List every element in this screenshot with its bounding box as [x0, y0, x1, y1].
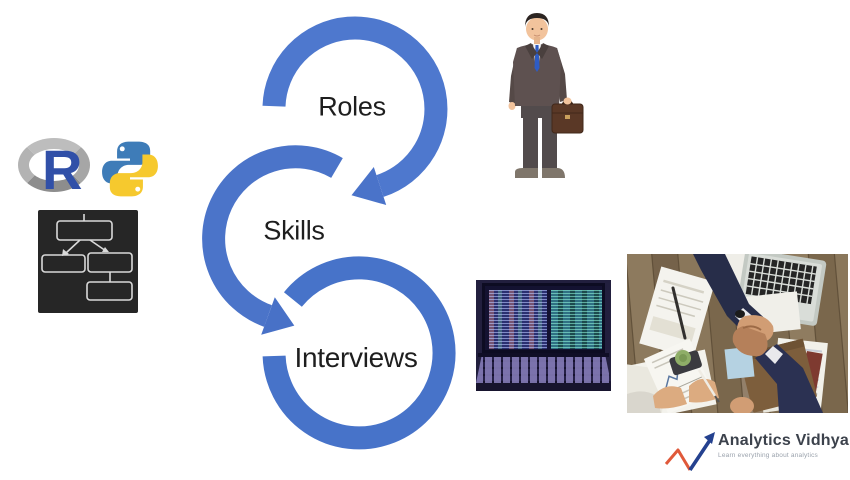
- flowchart-image: [38, 210, 138, 313]
- businessman-shoe: [542, 168, 565, 178]
- pen-icon: [671, 286, 687, 340]
- r-language-logo: R: [16, 134, 100, 204]
- code-panel-right: [551, 290, 602, 349]
- python-yellow-eye: [135, 186, 141, 192]
- businessman-illustration: [508, 13, 584, 178]
- cycle-arrowhead-skills: [261, 297, 295, 335]
- cycle-arrow-skills: [202, 145, 343, 327]
- python-blue-eye: [119, 146, 125, 152]
- businessman-leg: [523, 112, 538, 172]
- cycle-step-roles-label: Roles: [318, 91, 386, 122]
- suit-arm-bottom: [755, 344, 823, 413]
- businessman-face: [526, 17, 548, 41]
- brand-tagline: Learn everything about analytics: [718, 452, 818, 459]
- analytics-vidhya-logo: Analytics Vidhya Learn everything about …: [658, 424, 850, 476]
- cycle-arrow-roles: [262, 16, 448, 197]
- silver-pen-icon: [697, 369, 717, 397]
- python-yellow-snake: [109, 154, 158, 197]
- cycle-arrow-interviews: [262, 256, 456, 450]
- fist-hand: [730, 397, 754, 413]
- flowchart-top-box: [56, 220, 113, 241]
- code-panel-left: [489, 290, 547, 349]
- laptop-keyboard: [476, 357, 611, 383]
- writing-hand-right: [689, 378, 719, 403]
- businessman-lapel: [537, 43, 549, 59]
- python-blue-snake: [102, 141, 151, 184]
- cycle-diagram: [202, 16, 456, 450]
- wristwatch: [735, 310, 745, 318]
- businessman-hair: [525, 13, 549, 27]
- r-logo-ring-icon: [18, 138, 90, 192]
- cycle-step-interviews-label: Interviews: [294, 342, 418, 373]
- laptop-base: [476, 383, 611, 391]
- handshake-desk-photo: [627, 254, 848, 413]
- analytics-vidhya-mark-icon: [664, 432, 715, 471]
- businessman-jacket: [513, 44, 561, 106]
- brand-name: Analytics Vidhya: [718, 432, 849, 449]
- businessman-hand: [563, 97, 572, 105]
- cycle-step-skills-label: Skills: [263, 215, 325, 246]
- r-logo-letter: R: [42, 138, 83, 201]
- handshake-hand-lower: [732, 326, 768, 357]
- businessman-shoe: [515, 168, 538, 178]
- python-logo-icon: [102, 141, 158, 197]
- writing-hand-left: [653, 386, 687, 409]
- cycle-arrowhead-roles: [351, 167, 387, 205]
- businessman-lapel: [525, 43, 537, 59]
- laptop-hinge: [478, 353, 609, 357]
- laptop-code-photo: [476, 280, 611, 391]
- laptop-screen: [482, 283, 605, 353]
